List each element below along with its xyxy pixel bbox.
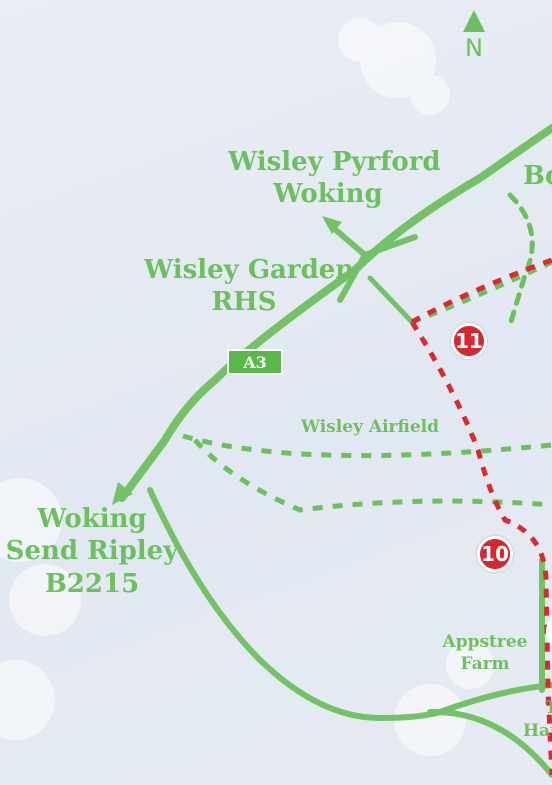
pyrford-arrow-line	[327, 222, 368, 258]
label-send-ripley: Send Ripley	[5, 536, 179, 566]
north-indicator: N	[458, 8, 490, 62]
label-woking-left: Woking	[37, 504, 147, 534]
label-b2215: B2215	[44, 569, 140, 599]
north-letter: N	[465, 34, 483, 62]
label-appstree: Appstree	[442, 632, 528, 652]
label-t-partial: T	[545, 698, 552, 718]
red-trail-main	[409, 320, 552, 776]
send-road-branch	[427, 708, 552, 778]
waypoint-marker-11[interactable]: 11	[451, 323, 487, 359]
road-shield-a3: A3	[227, 349, 283, 375]
label-hau-partial: Hau	[523, 721, 552, 741]
north-arrow-icon	[463, 10, 485, 32]
label-wisley-garden: Wisley Garden	[144, 255, 355, 285]
red-trail-upper	[410, 257, 552, 325]
label-bo-partial: Bo	[523, 161, 552, 191]
waypoint-marker-partial[interactable]	[546, 613, 552, 649]
bo-dotted-path	[507, 192, 535, 328]
label-wisley-airfield: Wisley Airfield	[300, 417, 440, 437]
label-farm: Farm	[460, 654, 510, 674]
send-road	[147, 487, 552, 722]
waypoint-marker-10[interactable]: 10	[477, 536, 513, 572]
dotted-link-upper	[411, 259, 552, 325]
label-wisley-pyrford: Wisley Pyrford	[228, 147, 441, 177]
pyrford-arrowhead	[322, 216, 342, 234]
label-rhs: RHS	[211, 287, 277, 317]
junction-road	[367, 275, 415, 325]
airfield-path-upper	[182, 433, 552, 459]
label-woking-top: Woking	[273, 179, 383, 209]
a3-arrowhead	[112, 482, 133, 505]
airfield-path-lower	[193, 438, 552, 513]
a3-road	[118, 124, 552, 502]
